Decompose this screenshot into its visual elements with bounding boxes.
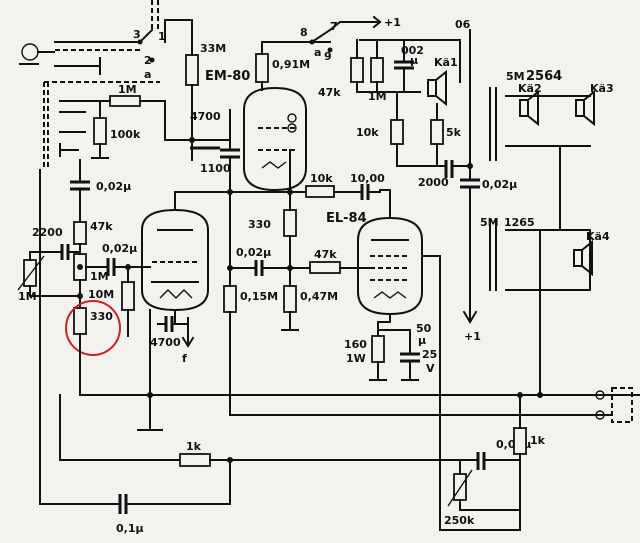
label-160: 160	[344, 338, 367, 351]
label-33M: 33M	[200, 42, 226, 55]
resistor-330-mid	[283, 209, 297, 237]
output-terminal-block	[595, 387, 633, 423]
label-4700-em80: 4700	[190, 110, 221, 123]
label-100k: 100k	[110, 128, 141, 141]
label-002-top-unit: μ	[410, 54, 418, 67]
label-plus1-top: +1	[384, 16, 401, 29]
tube-preamp	[141, 208, 209, 312]
input-jack-symbol	[19, 43, 55, 65]
label-2200: 2200	[32, 226, 63, 239]
label-250k: 250k	[444, 514, 475, 527]
tube-el84	[357, 216, 423, 316]
resistor-330-highlighted	[73, 307, 87, 335]
label-25v-unit: V	[426, 362, 435, 375]
label-f: f	[182, 352, 187, 365]
resistor-10k-mid	[390, 119, 404, 145]
label-2000: 2000	[418, 176, 449, 189]
switch-pin-2: 2	[144, 54, 152, 67]
label-1000: 10,00	[350, 172, 385, 185]
resistor-1M-low	[23, 259, 37, 287]
switch-pin-9: 9	[324, 50, 332, 63]
resistor-47k-top	[350, 57, 364, 83]
label-5k: 5k	[446, 126, 462, 139]
label-25v: 25	[422, 348, 437, 361]
input-selector-switch	[54, 0, 159, 75]
label-10k-mid: 10k	[356, 126, 379, 139]
label-ka4: Kä4	[586, 230, 610, 243]
label-ka3: Kä3	[590, 82, 614, 95]
resistor-047M	[283, 285, 297, 313]
label-ka2: Kä2	[518, 82, 542, 95]
resistor-100k	[93, 117, 107, 145]
label-1k-bottom: 1k	[186, 440, 202, 453]
switch-pin-8: 8	[300, 26, 308, 39]
label-1M-input: 1M	[118, 83, 137, 96]
speaker-ka1	[427, 69, 447, 107]
resistor-grid-leak	[121, 281, 135, 311]
resistor-160	[371, 335, 385, 363]
label-50u: 50	[416, 322, 432, 335]
label-002u-out: 0,02μ	[482, 178, 517, 191]
label-47k-top: 47k	[318, 86, 341, 99]
label-5M: 5M	[506, 70, 525, 83]
label-1k-right: 1k	[530, 434, 546, 447]
label-10M: 10M	[88, 288, 114, 301]
label-5M-low: 5M	[480, 216, 499, 229]
resistor-5k	[430, 119, 444, 145]
label-1W: 1W	[346, 352, 366, 365]
label-em80: EM-80	[205, 69, 250, 84]
label-015M: 0,15M	[240, 290, 278, 303]
label-50u-unit: μ	[418, 334, 426, 347]
label-002u-left: 0,02μ	[96, 180, 131, 193]
highlight-circle	[65, 300, 121, 356]
resistor-1M-input	[109, 95, 141, 107]
label-1265: 1265	[504, 216, 535, 229]
resistor-1k-right	[513, 427, 527, 455]
label-091M: 0,91M	[272, 58, 310, 71]
label-47k-left: 47k	[90, 220, 113, 233]
label-06: 06	[455, 18, 471, 31]
label-4700-cathode: 4700	[150, 336, 181, 349]
label-ka1: Kä1	[434, 56, 458, 69]
speaker-ka4	[573, 239, 593, 277]
switch-pin-7: 7	[330, 20, 338, 33]
label-1M-low: 1M	[18, 290, 37, 303]
label-1M-pot: 1M	[90, 270, 109, 283]
label-plus1-bottom: +1	[464, 330, 481, 343]
label-1M-top: 1M	[368, 90, 387, 103]
switch-pin-a2: a	[314, 46, 321, 59]
speaker-ka3	[575, 89, 595, 127]
label-002-top: 002	[401, 44, 424, 57]
switch-pin-1: 1	[158, 30, 166, 43]
label-47k-mid: 47k	[314, 248, 337, 261]
resistor-47k-mid	[309, 261, 341, 274]
label-002u-in: 0,02μ	[236, 246, 271, 259]
switch-pin-a: a	[144, 68, 151, 81]
resistor-091M	[255, 53, 269, 83]
output-transformer	[489, 87, 497, 291]
label-002u-grid: 0,02μ	[102, 242, 137, 255]
switch-pin-3: 3	[133, 28, 141, 41]
resistor-1M-top	[370, 57, 384, 83]
speaker-ka2	[519, 89, 539, 127]
resistor-47k-left	[73, 221, 87, 245]
label-1100: 1100	[200, 162, 231, 175]
label-330-highlighted: 330	[90, 310, 113, 323]
label-10k-plate: 10k	[310, 172, 333, 185]
label-el84: EL-84	[326, 211, 367, 226]
label-2564: 2564	[526, 69, 562, 84]
tube-em80	[243, 86, 307, 192]
resistor-015M	[223, 285, 237, 313]
label-047M: 0,47M	[300, 290, 338, 303]
resistor-1k-bottom	[179, 453, 211, 467]
label-01u: 0,1μ	[116, 522, 144, 535]
label-330-mid: 330	[248, 218, 271, 231]
resistor-33M	[185, 54, 199, 86]
